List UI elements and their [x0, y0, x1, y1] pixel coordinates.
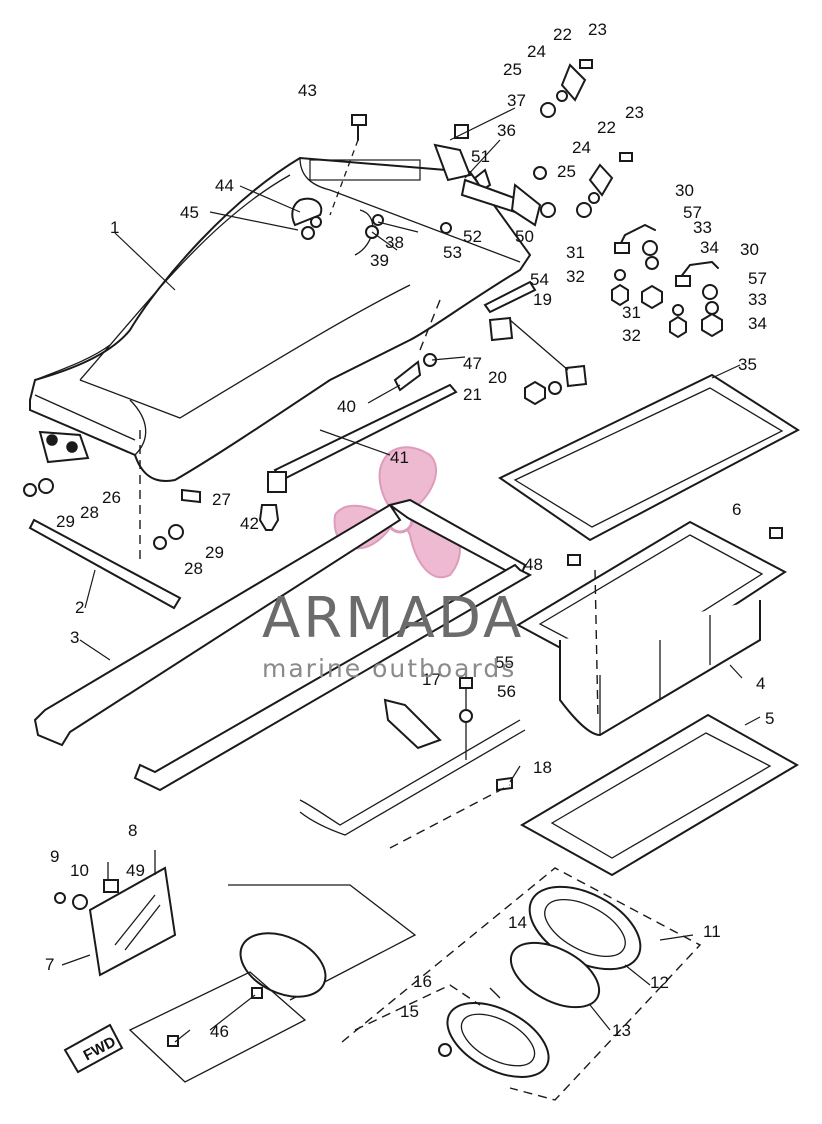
gasket-plate-5 — [519, 713, 799, 877]
callout-c51: 51 — [471, 147, 490, 166]
callout-c27: 27 — [212, 490, 231, 509]
callout-c3: 3 — [70, 628, 79, 647]
callout-c14: 14 — [508, 913, 527, 932]
callout-c29a: 29 — [56, 512, 75, 531]
gasket-frame-35 — [498, 373, 800, 542]
callout-c23b: 23 — [625, 103, 644, 122]
callout-c43: 43 — [298, 81, 317, 100]
callout-c17: 17 — [422, 670, 441, 689]
callout-c28a: 28 — [80, 503, 99, 522]
callout-c37: 37 — [507, 91, 526, 110]
callout-c28b: 28 — [184, 559, 203, 578]
callout-c12: 12 — [650, 973, 669, 992]
callout-c18: 18 — [533, 758, 552, 777]
watermark-tagline: marine outboards — [262, 654, 516, 683]
fwd-direction-arrow: FWD — [63, 1023, 124, 1074]
callout-c16: 16 — [413, 972, 432, 991]
callout-c41: 41 — [390, 448, 409, 467]
callout-c5: 5 — [765, 709, 774, 728]
bracket-17 — [383, 677, 513, 849]
callout-c6: 6 — [732, 500, 741, 519]
callout-c22a: 22 — [553, 25, 572, 44]
callout-c39: 39 — [370, 251, 389, 270]
callout-c13: 13 — [612, 1021, 631, 1040]
callout-c32b: 32 — [622, 326, 641, 345]
callout-c55: 55 — [495, 653, 514, 672]
callout-c49: 49 — [126, 861, 145, 880]
hood-cover — [29, 156, 532, 482]
callout-labels: 2322242543373651232224254445138395253503… — [45, 20, 774, 1041]
leader-lines — [61, 107, 761, 1043]
hood-hardware — [258, 280, 588, 531]
callout-c25b: 25 — [557, 162, 576, 181]
callout-c56: 56 — [497, 682, 516, 701]
callout-c46: 46 — [210, 1022, 229, 1041]
callout-c36: 36 — [497, 121, 516, 140]
assembly-dash-lines — [139, 299, 599, 721]
callout-c42: 42 — [240, 514, 259, 533]
callout-c10: 10 — [70, 861, 89, 880]
callout-c22b: 22 — [597, 118, 616, 137]
callout-c57b: 57 — [748, 269, 767, 288]
callout-c45: 45 — [180, 203, 199, 222]
callout-c57a: 57 — [683, 203, 702, 222]
storage-tray-4 — [515, 520, 787, 737]
callout-c38: 38 — [385, 233, 404, 252]
callout-c44: 44 — [215, 176, 234, 195]
hinge-brackets — [433, 59, 633, 227]
callout-c33b: 33 — [748, 290, 767, 309]
callout-c7: 7 — [45, 955, 54, 974]
callout-c34a: 34 — [700, 238, 719, 257]
callout-c31b: 31 — [622, 303, 641, 322]
callout-c15: 15 — [400, 1002, 419, 1021]
callout-c24b: 24 — [572, 138, 591, 157]
callout-c48: 48 — [524, 555, 543, 574]
callout-c53: 53 — [443, 243, 462, 262]
callout-c34b: 34 — [748, 314, 767, 333]
callout-c2: 2 — [75, 598, 84, 617]
callout-c40: 40 — [337, 397, 356, 416]
callout-c26: 26 — [102, 488, 121, 507]
callout-c25a: 25 — [503, 60, 522, 79]
callout-c50: 50 — [515, 227, 534, 246]
callout-c4: 4 — [756, 674, 765, 693]
armada-watermark-text: ARMADA marine outboards — [262, 586, 524, 683]
deck-plate-46 — [128, 884, 417, 1083]
callout-c52: 52 — [463, 227, 482, 246]
callout-c31a: 31 — [566, 243, 585, 262]
inspection-cover-11 — [341, 867, 702, 1101]
fastener-group-top — [291, 114, 452, 256]
callout-c8: 8 — [128, 821, 137, 840]
hose-fittings — [611, 224, 723, 339]
callout-c20: 20 — [488, 368, 507, 387]
callout-c33a: 33 — [693, 218, 712, 237]
callout-c24a: 24 — [527, 42, 546, 61]
callout-c1: 1 — [110, 218, 119, 237]
callout-c47: 47 — [463, 354, 482, 373]
callout-c9: 9 — [50, 847, 59, 866]
callout-c23a: 23 — [588, 20, 607, 39]
callout-c30b: 30 — [740, 240, 759, 259]
watermark-brand: ARMADA — [262, 586, 524, 651]
latch-assembly — [23, 430, 201, 550]
callout-c35: 35 — [738, 355, 757, 374]
callout-c29b: 29 — [205, 543, 224, 562]
callout-c54: 54 — [530, 270, 549, 289]
callout-c32a: 32 — [566, 267, 585, 286]
callout-c19: 19 — [533, 290, 552, 309]
rod-and-rails — [28, 498, 533, 836]
callout-c11: 11 — [703, 922, 721, 941]
callout-c21: 21 — [463, 385, 482, 404]
callout-c30a: 30 — [675, 181, 694, 200]
mounting-plate-7 — [54, 850, 177, 977]
